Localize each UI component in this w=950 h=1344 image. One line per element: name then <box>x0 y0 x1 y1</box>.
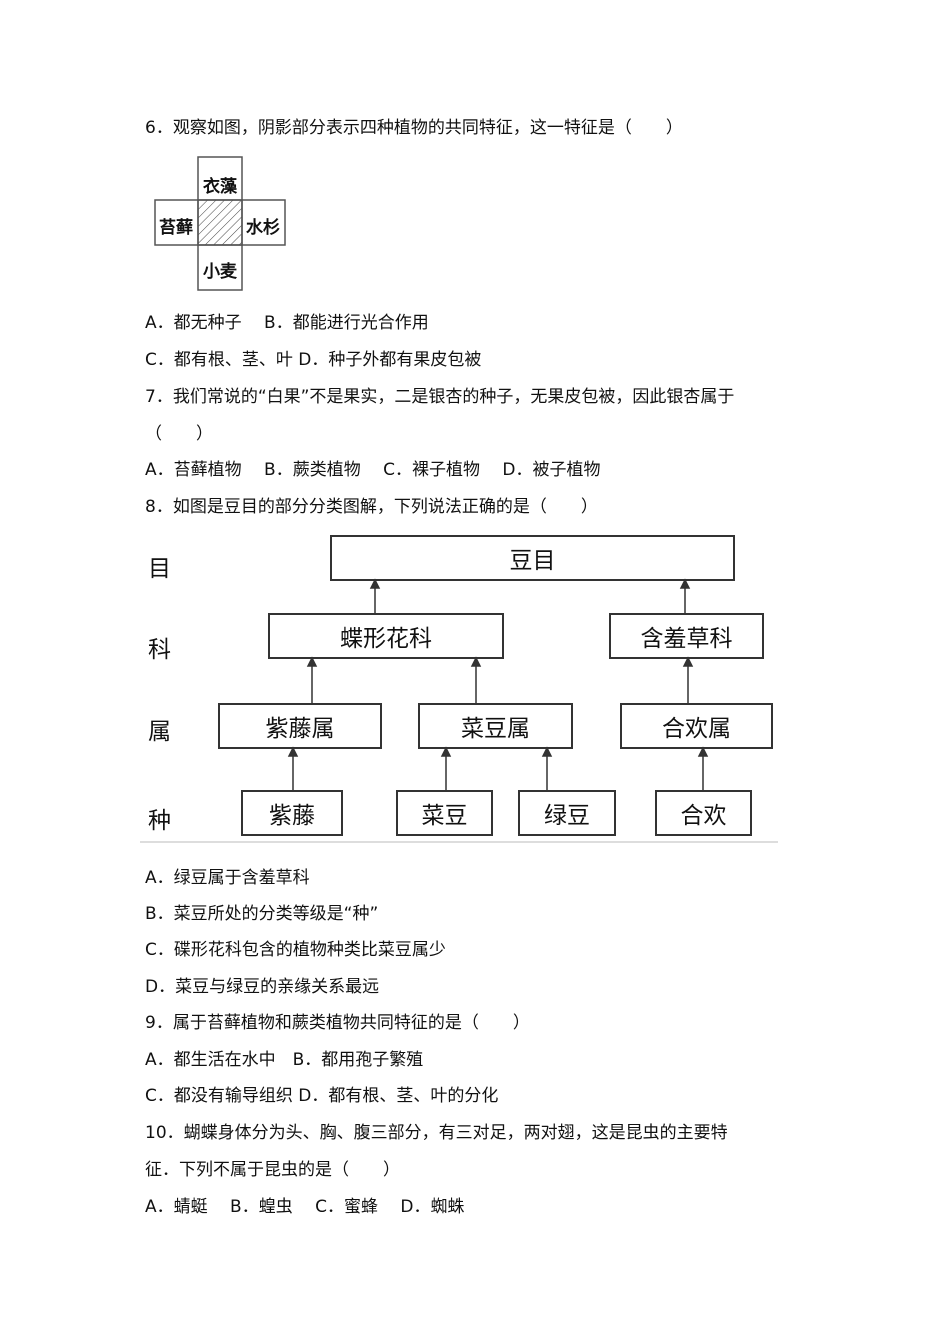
q8-option-b: B．菜豆所处的分类等级是“种” <box>145 904 379 924</box>
box-caiDou: 菜豆 <box>396 790 493 836</box>
box-ziTeng: 紫藤 <box>241 790 343 836</box>
rank-genus: 属 <box>148 719 171 745</box>
rank-order: 目 <box>148 556 171 582</box>
box-heHuan: 合欢 <box>655 790 752 836</box>
box-hanXiuCaoKe: 含羞草科 <box>609 613 764 659</box>
q7-stem-1: 7．我们常说的“白果”不是果实，二是银杏的种子，无果皮包被，因此银杏属于 <box>145 387 735 407</box>
q10-stem-2: 征．下列不属于昆虫的是（ ） <box>145 1160 400 1180</box>
q9-options-2: C．都没有输导组织 D．都有根、茎、叶的分化 <box>145 1086 499 1106</box>
q8-stem: 8．如图是豆目的部分分类图解，下列说法正确的是（ ） <box>145 497 598 517</box>
venn-cross-figure <box>154 156 286 291</box>
q6-options-1: A．都无种子 B．都能进行光合作用 <box>145 313 429 333</box>
q6-stem: 6．观察如图，阴影部分表示四种植物的共同特征，这一特征是（ ） <box>145 118 683 138</box>
label-taixian: 苔藓 <box>159 218 193 238</box>
q9-options-1: A．都生活在水中 B．都用孢子繁殖 <box>145 1050 424 1070</box>
q9-stem: 9．属于苔藓植物和蕨类植物共同特征的是（ ） <box>145 1013 530 1033</box>
box-caiDouShu: 菜豆属 <box>418 703 573 749</box>
q7-stem-2: （ ） <box>145 424 213 444</box>
rank-family: 科 <box>148 637 171 663</box>
q8-option-d: D．菜豆与绿豆的亲缘关系最远 <box>145 977 380 997</box>
q6-options-2: C．都有根、茎、叶 D．种子外都有果皮包被 <box>145 350 482 370</box>
box-douMu: 豆目 <box>330 535 735 581</box>
q10-stem-1: 10．蝴蝶身体分为头、胸、腹三部分，有三对足，两对翅，这是昆虫的主要特 <box>145 1123 728 1143</box>
box-ziTengShu: 紫藤属 <box>218 703 382 749</box>
rank-species: 种 <box>148 808 171 834</box>
q8-option-c: C．碟形花科包含的植物种类比菜豆属少 <box>145 940 446 960</box>
q7-options: A．苔藓植物 B．蕨类植物 C．裸子植物 D．被子植物 <box>145 460 601 480</box>
classification-arrows <box>140 578 778 843</box>
q10-options: A．蜻蜓 B．蝗虫 C．蜜蜂 D．蜘蛛 <box>145 1197 465 1217</box>
shaded-overlap <box>197 199 243 246</box>
box-heHuanShu: 合欢属 <box>620 703 773 749</box>
q8-option-a: A．绿豆属于含羞草科 <box>145 868 310 888</box>
label-xiaomai: 小麦 <box>203 262 237 282</box>
box-lvDou: 绿豆 <box>518 790 616 836</box>
label-shuishan: 水杉 <box>246 218 280 238</box>
box-dieXingHuaKe: 蝶形花科 <box>268 613 504 659</box>
label-yizao: 衣藻 <box>203 177 237 197</box>
